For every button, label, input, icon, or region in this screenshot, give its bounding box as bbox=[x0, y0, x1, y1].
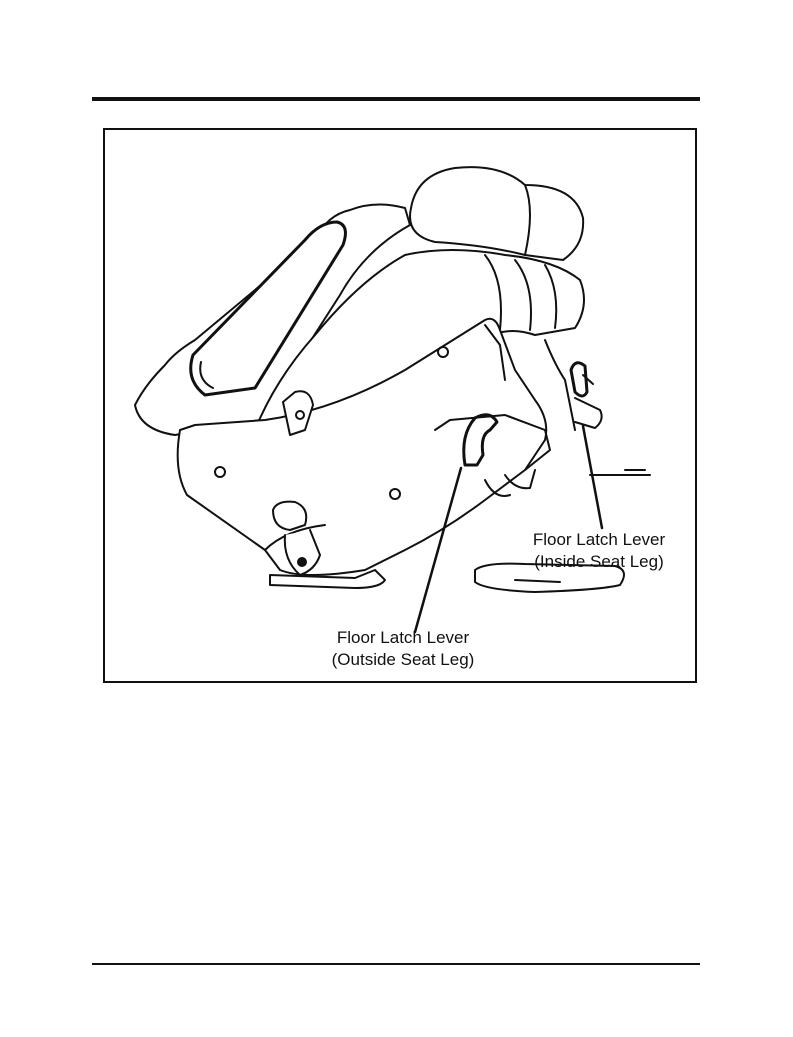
callout-outside-seat-leg: Floor Latch Lever (Outside Seat Leg) bbox=[323, 627, 483, 671]
footer-rule bbox=[92, 963, 700, 965]
leader-line-inside bbox=[583, 426, 602, 528]
header-rule bbox=[92, 97, 700, 101]
figure-frame: Floor Latch Lever (Inside Seat Leg) Floo… bbox=[103, 128, 697, 683]
callout-outside-line1: Floor Latch Lever bbox=[323, 627, 483, 649]
callout-inside-line1: Floor Latch Lever bbox=[519, 529, 679, 551]
inside-latch-lever bbox=[571, 363, 587, 396]
seat-illustration bbox=[105, 130, 695, 681]
headrest bbox=[410, 167, 583, 260]
callout-inside-seat-leg: Floor Latch Lever (Inside Seat Leg) bbox=[519, 529, 679, 573]
callout-inside-line2: (Inside Seat Leg) bbox=[519, 551, 679, 573]
callout-outside-line2: (Outside Seat Leg) bbox=[323, 649, 483, 671]
